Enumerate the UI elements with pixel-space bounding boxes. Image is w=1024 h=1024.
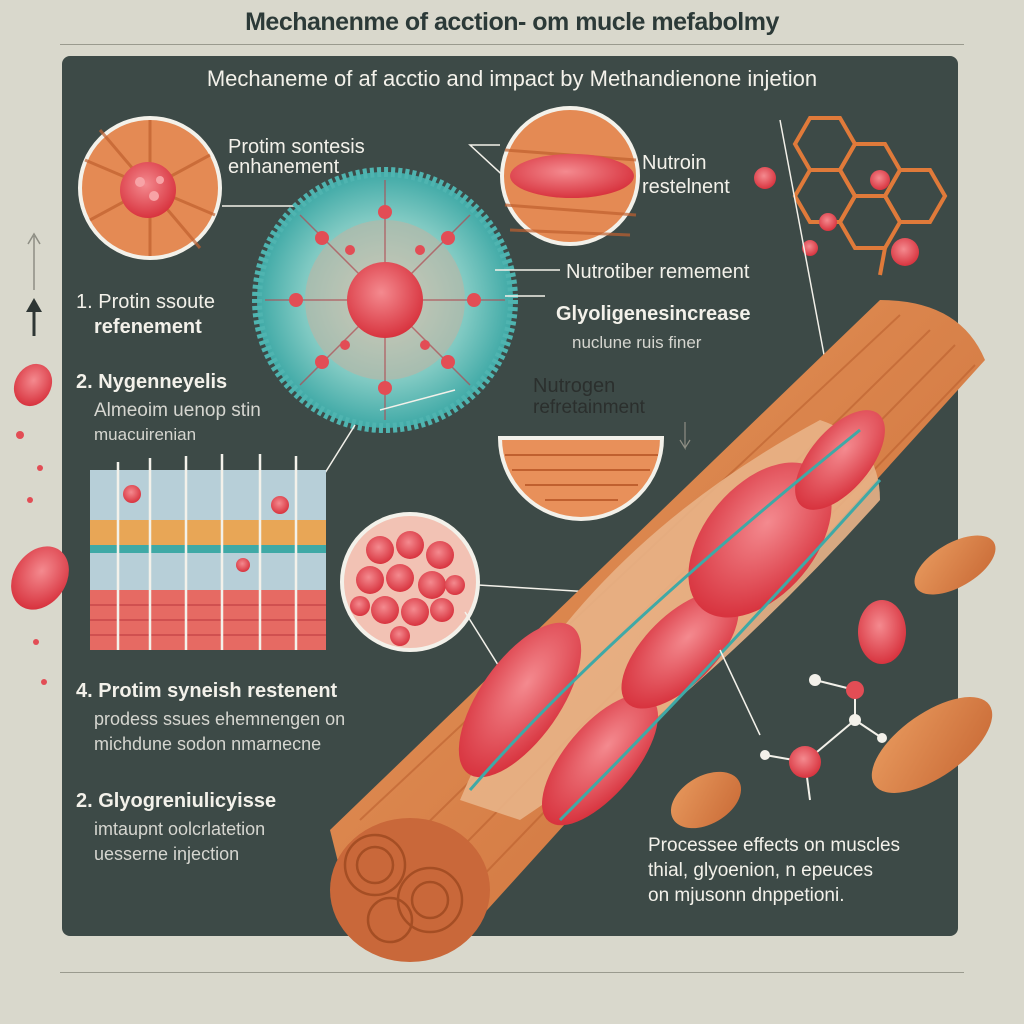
molecule-atoms [754,167,919,266]
nutrofiber-label: Nutrotiber remement [566,261,750,283]
cell-diagram [252,167,518,433]
outer-title: Mechanenme of acction- om mucle mefabolm… [245,8,779,36]
molecule-small [760,674,887,801]
item2-title: 2. Nygenneyelis [76,371,228,393]
muscle-strip [90,454,326,650]
floating-particles-left [11,363,69,685]
margin-arrows [26,232,42,336]
nitrogen-label-2: refretainment [533,397,645,418]
item4-line-1: prodess ssues ehemnengen on [94,709,346,729]
effects-line-3: on mjusonn dnppetioni. [648,885,845,906]
nutroin-label-1: Nutroin [642,152,707,174]
item5-line-1: imtaupnt oolcrlatetion [94,819,266,839]
item5-line-2: uesserne injection [94,844,240,864]
muscle-bundle [330,300,985,962]
item1-label-2: refenement [94,316,202,338]
bottom-divider [60,972,964,973]
effects-line-1: Processee effects on muscles [648,835,901,856]
glycogen-increase-label: Glyoligenesincrease [556,303,751,325]
nutroin-label-2: restelnent [642,176,730,198]
nitrogen-halfcircle [497,436,665,521]
down-arrow [679,422,691,451]
nutroin-circle [500,106,640,246]
panel-title: Mechaneme of af acctio and impact by Met… [206,66,818,91]
item4-title: 4. Protim syneish restenent [76,680,338,702]
tissue-circle [340,512,480,652]
item2-line-1: Almeoim uenop stin [94,400,261,421]
molecule-hexagons [792,116,948,276]
item4-line-2: michdune sodon nmarnecne [94,734,322,754]
top-divider [60,44,964,45]
nitrogen-label-1: Nutrogen [533,375,616,397]
floating-particles-right [670,535,996,829]
pointer-line [719,649,761,736]
nuclear-fiber-label: nuclune ruis finer [572,333,702,352]
item5-title: 2. Glyogreniulicyisse [76,790,277,812]
protein-synthesis-label-1: Protim sontesis [228,136,365,158]
protein-synthesis-circle [78,116,222,260]
item1-label-1: 1. Protin ssoute [76,291,215,313]
protein-synthesis-label-2: enhanement [228,156,340,178]
item2-line-2: muacuirenian [94,425,197,444]
effects-line-2: thial, glyoenion, n epeuces [648,860,873,881]
